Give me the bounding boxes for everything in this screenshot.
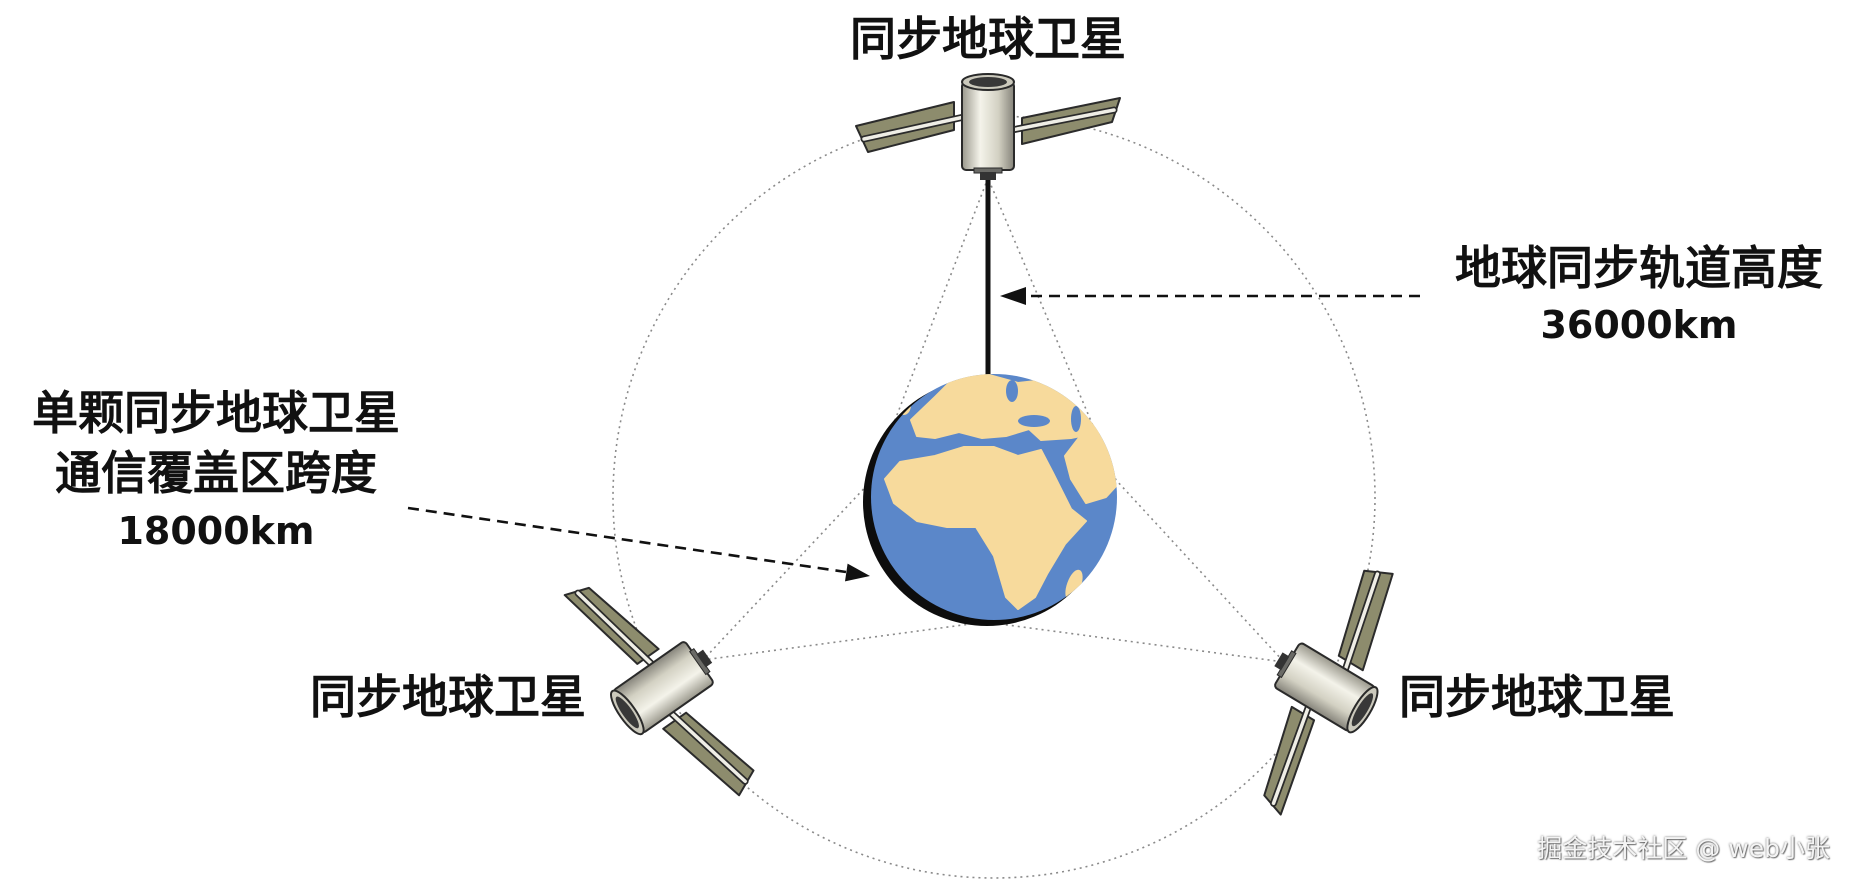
caspian-sea <box>1071 406 1081 432</box>
arrowhead <box>1000 287 1026 305</box>
left-satellite-label: 同步地球卫星 <box>310 670 586 724</box>
orbit-height-title: 地球同步轨道高度 <box>1455 241 1823 295</box>
satellite-icon-top <box>856 74 1120 180</box>
continent-africa <box>884 446 1087 610</box>
coverage-label-line2: 通信覆盖区跨度 <box>55 446 377 500</box>
coverage-arrow <box>407 506 870 582</box>
orbit-height-value: 36000km <box>1540 303 1738 347</box>
orbit-height-arrow <box>1000 287 1420 305</box>
watermark: 掘金技术社区 @ web小张 <box>1537 834 1830 863</box>
black-sea <box>1018 415 1050 427</box>
top-satellite-label: 同步地球卫星 <box>850 12 1126 66</box>
coverage-label-line1: 单颗同步地球卫星 <box>32 386 400 440</box>
arrowhead <box>845 563 870 582</box>
coverage-lines <box>700 177 1287 664</box>
baltic-sea <box>1006 380 1018 402</box>
coverage-value: 18000km <box>117 509 315 553</box>
earth-globe <box>863 374 1117 626</box>
right-satellite-label: 同步地球卫星 <box>1399 670 1675 724</box>
